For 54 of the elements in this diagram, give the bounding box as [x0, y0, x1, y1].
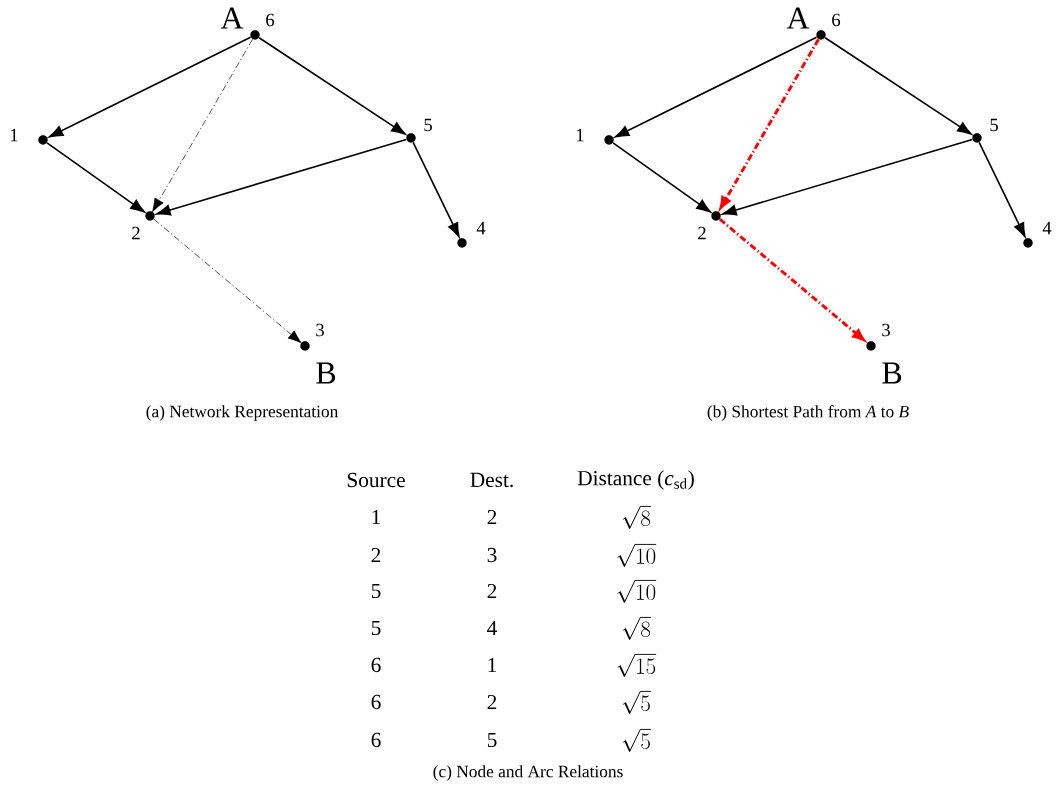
vertex-number: 2: [698, 226, 706, 240]
table-value: $\sqrt{8}$: [622, 616, 651, 640]
arrow: [718, 218, 865, 341]
column-header: Source: [347, 472, 405, 488]
vertex-number: 3: [882, 323, 890, 337]
table-value: 2: [371, 547, 381, 563]
vertex-number: 3: [316, 323, 324, 337]
table-value: $\sqrt{8}$: [622, 505, 651, 529]
endpoint-letter: A: [786, 7, 810, 29]
table-value: 2: [487, 583, 497, 599]
table-value: 1: [488, 658, 497, 673]
arrow: [412, 141, 460, 238]
arrow: [46, 142, 145, 213]
vertex-number: 5: [990, 118, 998, 132]
table-value: 2: [487, 509, 497, 525]
vertex-number: 6: [832, 13, 841, 27]
endpoint-letter: B: [882, 362, 902, 384]
arrow: [156, 138, 408, 216]
arrow: [612, 142, 711, 213]
arrow: [48, 36, 252, 138]
endpoint-letter: B: [316, 362, 336, 384]
table-value: $\sqrt{15}$: [617, 653, 657, 677]
arrow: [153, 218, 302, 344]
vertex-number: 4: [476, 221, 486, 235]
vertex-number: 2: [132, 226, 140, 240]
table-value: 2: [487, 694, 497, 710]
figure-caption: (b) Shortest Path from A to B: [707, 405, 909, 421]
table-value: 6: [371, 732, 381, 748]
table-value: $\sqrt{5}$: [622, 728, 651, 752]
column-header: Dest.: [470, 472, 513, 488]
arrow: [258, 36, 406, 135]
figure-caption: (a) Network Representation: [146, 405, 338, 421]
table-value: 5: [371, 583, 381, 599]
table-value: 6: [371, 657, 381, 673]
table-value: 6: [371, 694, 381, 710]
table-value: 4: [487, 621, 497, 636]
table-value: $\sqrt{10}$: [617, 579, 657, 603]
table-value: 5: [371, 620, 381, 636]
vertex-number: 1: [10, 128, 18, 142]
column-header: Distance (c$_{sd}$): [577, 470, 694, 490]
table-value: $\sqrt{5}$: [622, 690, 651, 714]
figure-caption: (c) Node and Arc Relations: [433, 765, 623, 781]
vertex-number: 6: [266, 13, 275, 27]
table-value: 5: [487, 732, 497, 748]
vertex-number: 1: [576, 128, 584, 142]
vertex-number: 4: [1042, 221, 1052, 235]
table-value: 3: [487, 547, 497, 563]
arrow: [152, 38, 253, 212]
vertex-number: 5: [424, 118, 432, 132]
arrow: [978, 141, 1026, 238]
arrow: [824, 36, 972, 135]
endpoint-letter: A: [220, 7, 244, 29]
table-value: $\sqrt{10}$: [617, 543, 657, 567]
table-value: 1: [372, 510, 381, 525]
